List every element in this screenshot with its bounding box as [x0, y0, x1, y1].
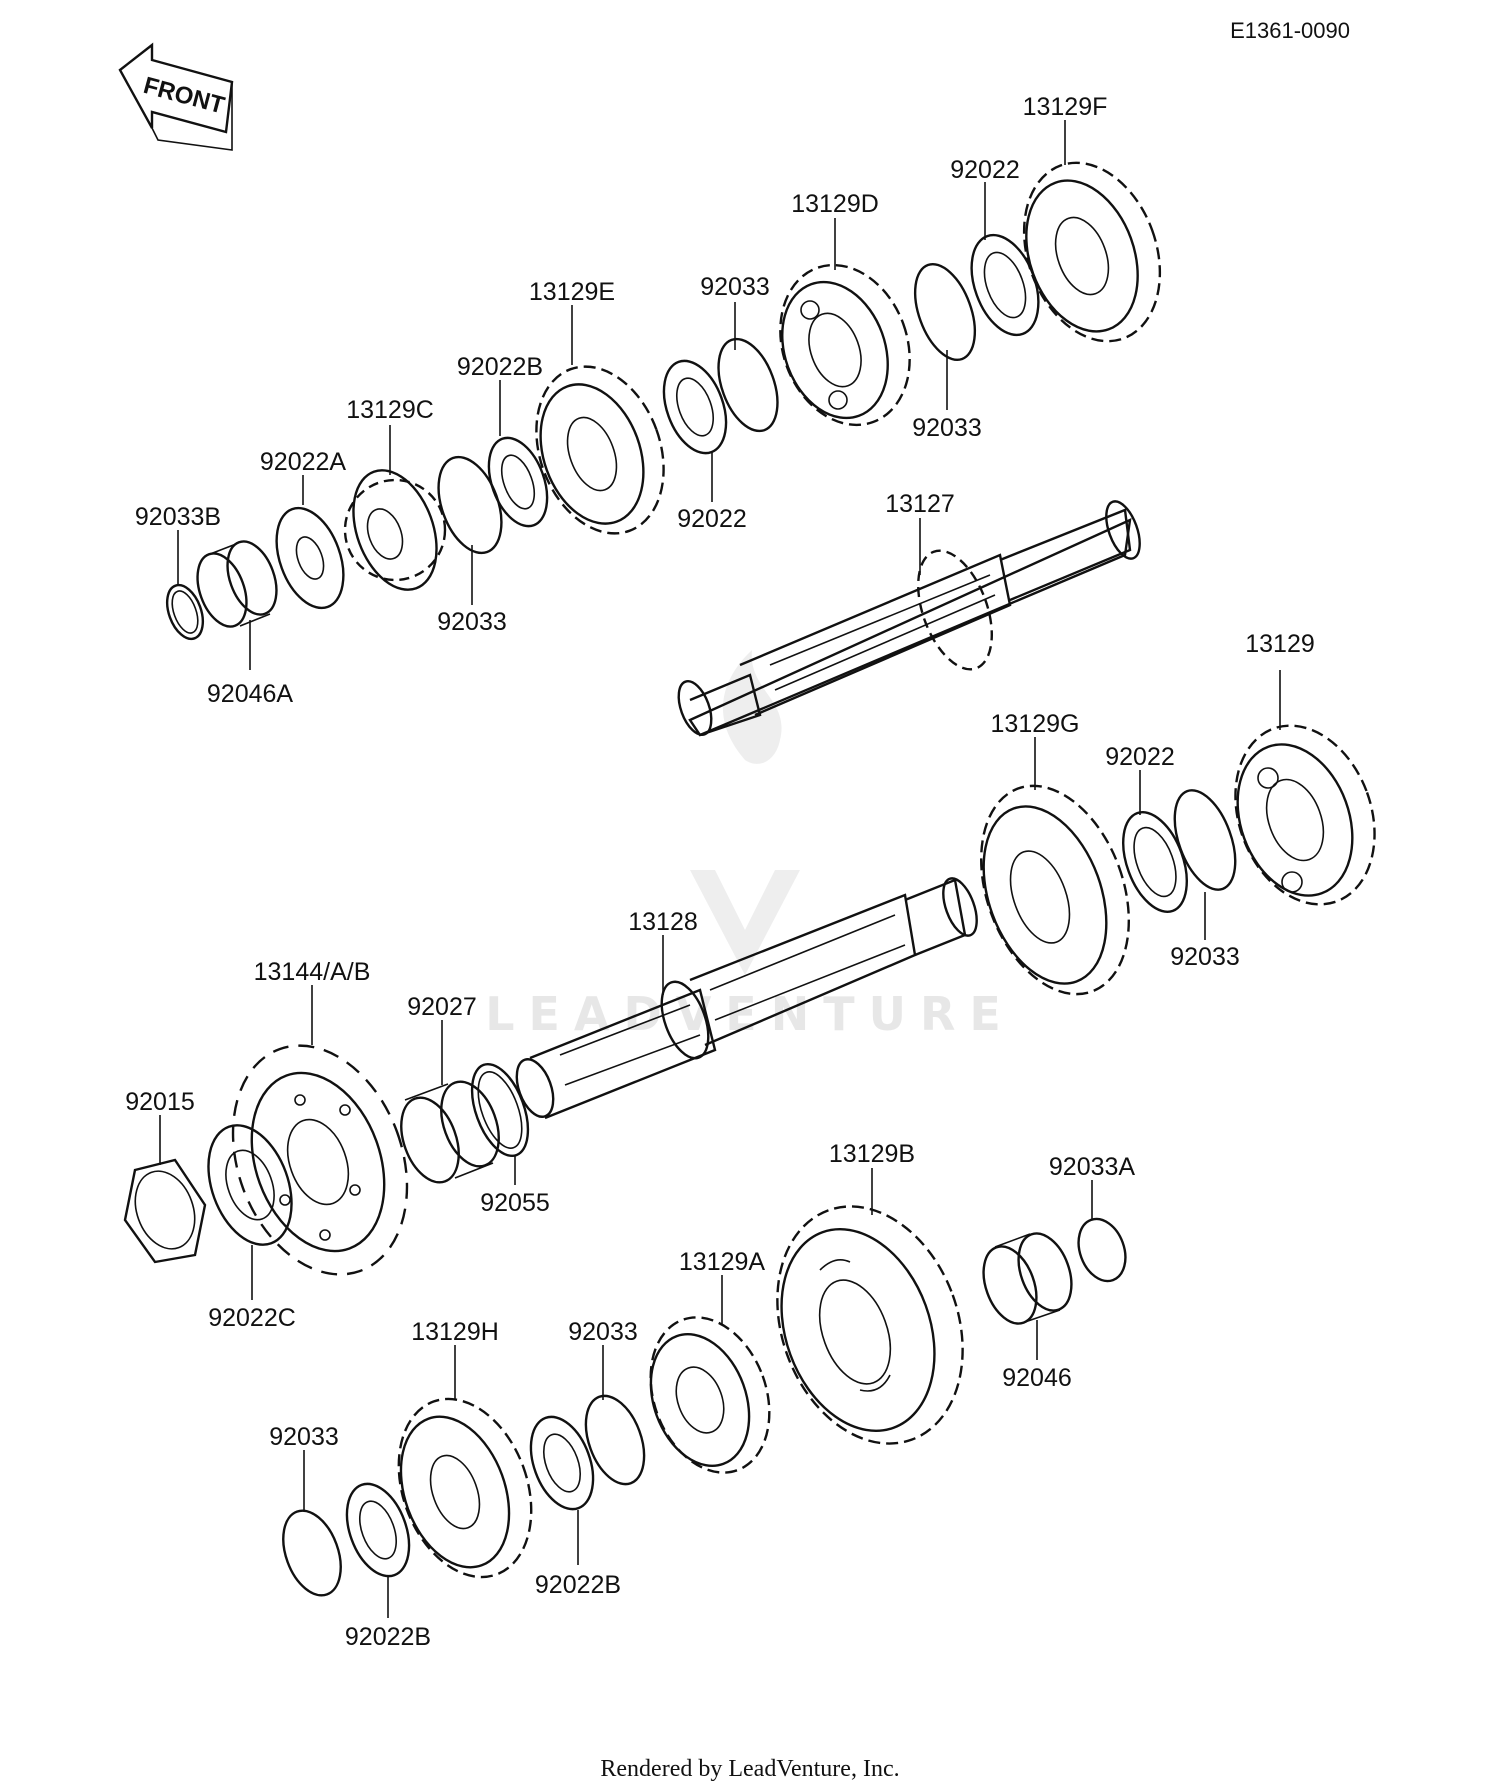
- callout-92046a: 92046A: [207, 680, 294, 708]
- shaft-13127: [677, 500, 1141, 737]
- callout-13144-a-b: 13144/A/B: [254, 958, 371, 986]
- lock-washer-92022c: [207, 1124, 293, 1246]
- collar-92027: [400, 1080, 500, 1184]
- circlip-92033-f: [282, 1509, 342, 1597]
- callout-13129e: 13129E: [529, 278, 615, 306]
- diagram-code: E1361-0090: [1230, 18, 1350, 43]
- callout-13127: 13127: [885, 490, 955, 518]
- nut-92015: [123, 1158, 207, 1264]
- gear-13129g: [979, 784, 1131, 996]
- gear-13129e: [535, 365, 665, 535]
- callout-13129g: 13129G: [991, 710, 1080, 738]
- oring-92055: [470, 1062, 530, 1158]
- needle-bearing-92046a: [196, 540, 278, 628]
- gear-13129b: [776, 1205, 964, 1445]
- callout-13129f: 13129F: [1023, 93, 1108, 121]
- washer-92022b-a: [487, 436, 549, 528]
- washer-92022b-c: [345, 1482, 411, 1578]
- callout-92033b: 92033B: [135, 503, 221, 531]
- callout-92033-a: 92033: [437, 608, 507, 636]
- shaft-13128: [515, 877, 978, 1120]
- gear-13129f: [1022, 161, 1162, 343]
- needle-bearing-92046: [982, 1232, 1073, 1325]
- callout-92022b-a: 92022B: [457, 353, 543, 381]
- watermark-text: LEADVENTURE: [485, 987, 1015, 1041]
- circlip-92033-b: [717, 337, 779, 433]
- footer-credit: Rendered by LeadVenture, Inc.: [600, 1756, 899, 1782]
- callout-13129: 13129: [1245, 630, 1315, 658]
- gear-13129d: [779, 263, 911, 427]
- callout-13129a: 13129A: [679, 1248, 766, 1276]
- callout-92027: 92027: [407, 993, 477, 1021]
- circlip-92033-d: [1173, 789, 1237, 891]
- gear-13129h: [397, 1397, 533, 1579]
- washer-92022b-b: [529, 1415, 595, 1511]
- callout-13129b: 13129B: [829, 1140, 915, 1168]
- callout-92033-e: 92033: [568, 1318, 638, 1346]
- callout-92022c: 92022C: [208, 1304, 296, 1332]
- callout-92015: 92015: [125, 1088, 195, 1116]
- callout-92046: 92046: [1002, 1364, 1072, 1392]
- gear-13129c: [343, 469, 447, 591]
- circlip-92033b: [165, 583, 205, 641]
- callout-92022b-c: 92022B: [345, 1623, 431, 1651]
- callout-92022-a: 92022: [677, 505, 747, 533]
- gear-13129: [1234, 724, 1376, 906]
- sprocket-13144-a-b: [231, 1044, 409, 1276]
- circlip-92033-e: [584, 1394, 646, 1486]
- callout-92022b-b: 92022B: [535, 1571, 621, 1599]
- callout-92033-f: 92033: [269, 1423, 339, 1451]
- callout-92022-b: 92022: [950, 156, 1020, 184]
- gear-13129a: [649, 1316, 771, 1474]
- circlip-92033a: [1077, 1217, 1127, 1283]
- callout-13129h: 13129H: [411, 1318, 499, 1346]
- callout-92022-c: 92022: [1105, 743, 1175, 771]
- washer-92022a: [275, 506, 345, 610]
- callout-92033-b: 92033: [700, 273, 770, 301]
- callout-92055: 92055: [480, 1189, 550, 1217]
- callout-13129d: 13129D: [791, 190, 879, 218]
- callout-92033-d: 92033: [1170, 943, 1240, 971]
- washer-92022-a: [662, 359, 728, 455]
- leadventure-logo-icon: [690, 650, 800, 975]
- front-direction-arrow-icon: FRONT: [118, 42, 234, 151]
- callout-13129c: 13129C: [346, 396, 434, 424]
- callout-92022a: 92022A: [260, 448, 347, 476]
- leader-lines: [159, 120, 1281, 1618]
- callout-92033a: 92033A: [1049, 1153, 1136, 1181]
- callout-92033-c: 92033: [912, 414, 982, 442]
- circlip-92033-c: [913, 262, 977, 362]
- callout-13128: 13128: [628, 908, 698, 936]
- callout-labels: 92033B 92046A 92022A 13129C 92033 92022B…: [125, 93, 1315, 1651]
